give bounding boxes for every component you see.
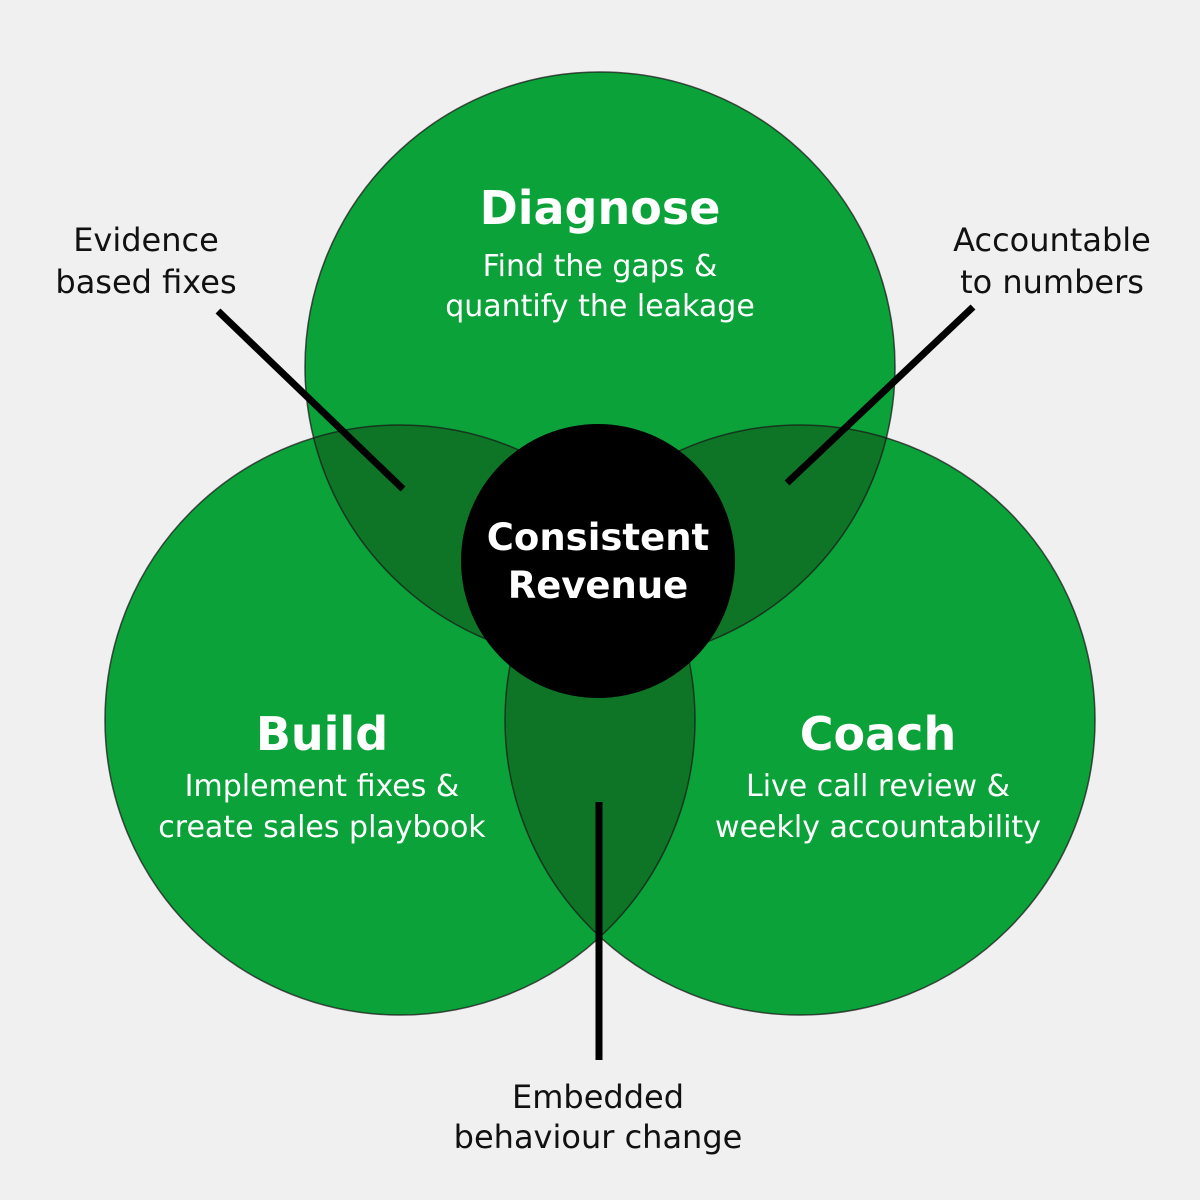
coach-subtitle-line2: weekly accountability [715,810,1041,845]
build-subtitle-line2: create sales playbook [158,810,486,845]
build-subtitle-line1: Implement fixes & [185,769,460,804]
center-label-line1: Consistent [487,516,709,559]
embedded-callout-label-line1: Embedded [512,1078,684,1116]
coach-title: Coach [800,707,956,761]
diagnose-subtitle-line1: Find the gaps & [483,249,718,284]
evidence-callout-line [215,308,406,492]
embedded-callout-label-line2: behaviour change [454,1118,743,1156]
accountable-callout-line [784,304,976,486]
accountable-callout-label-line2: to numbers [960,263,1144,301]
build-circle-outline [104,424,696,1016]
evidence-callout-label-line2: based fixes [55,263,236,301]
accountable-callout-label-line1: Accountable [953,221,1151,259]
coach-subtitle-line1: Live call review & [746,769,1010,804]
build-title: Build [256,707,388,761]
diagnose-title: Diagnose [480,181,721,235]
diagnose-subtitle-line2: quantify the leakage [445,289,755,324]
center-label-line2: Revenue [508,564,689,607]
evidence-callout-label-line1: Evidence [73,221,219,259]
center-circle [461,424,735,698]
coach-circle-outline [504,424,1096,1016]
